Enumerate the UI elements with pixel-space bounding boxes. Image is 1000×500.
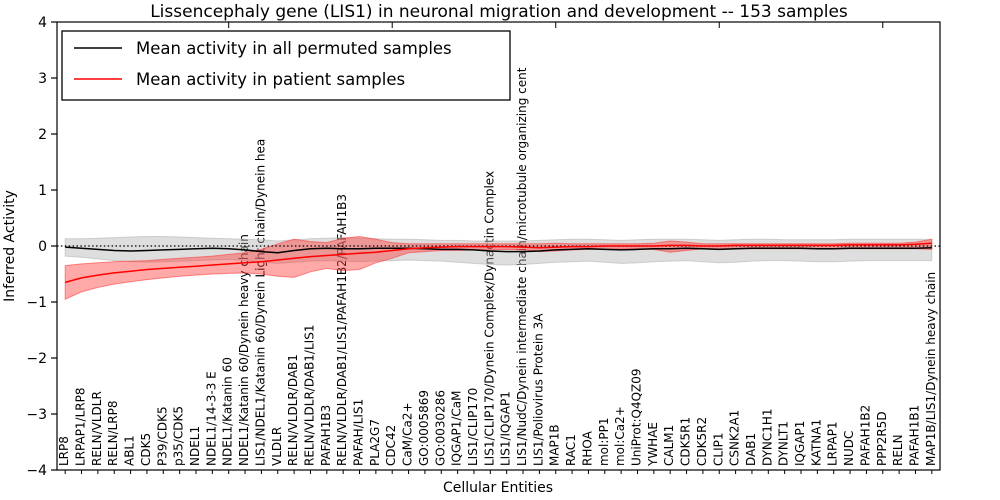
x-tick-label: LRP8 [57, 436, 71, 466]
x-tick-label: PAFAH/LIS1 [352, 399, 366, 466]
x-tick-label: NDEL1 [188, 426, 202, 466]
x-tick-label: GO:0005869 [417, 390, 431, 466]
x-tick-label: CDK5R2 [695, 417, 709, 466]
x-tick-label: LIS1/CLIP170 [466, 388, 480, 466]
x-tick-label: P39/CDK5 [155, 406, 169, 466]
x-tick-label: PPP2R5D [875, 411, 889, 466]
x-tick-label: mol:Ca2+ [613, 406, 627, 466]
x-tick-label: MAP1B/LIS1/Dynein heavy chain [924, 272, 938, 466]
x-tick-label: mol:PP1 [597, 417, 611, 466]
chart-title: Lissencephaly gene (LIS1) in neuronal mi… [150, 2, 848, 22]
legend-box [61, 30, 511, 101]
x-tick-label: CSNK2A1 [728, 410, 742, 466]
x-tick-label: CaM/Ca2+ [401, 402, 415, 466]
x-tick-label: IQGAP1 [793, 421, 807, 466]
y-tick-label: −1 [26, 295, 47, 311]
x-tick-label: DYNLT1 [777, 421, 791, 466]
x-tick-label: NUDC [842, 431, 856, 466]
x-tick-label: CLIP1 [711, 433, 725, 466]
x-tick-label: LIS1/IQGAP1 [499, 391, 513, 466]
x-tick-label: CDC42 [384, 425, 398, 466]
y-tick-label: 1 [38, 183, 47, 199]
x-tick-label: p35/CDK5 [172, 406, 186, 466]
x-tick-label: PLA2G7 [368, 419, 382, 466]
patient-mean-line [65, 242, 932, 284]
x-tick-label: LIS1/NudC/Dynein intermediate chain/micr… [515, 67, 529, 466]
x-tick-label: KATNA1 [809, 419, 823, 466]
x-tick-label: RELN/VLDLR/DAB1/LIS1/PAFAH1B2/PAFAH1B3 [335, 194, 349, 466]
x-tick-label: RELN [891, 434, 905, 466]
y-tick-label: −2 [26, 351, 47, 367]
legend-label-permuted: Mean activity in all permuted samples [136, 39, 452, 58]
y-tick-label: −4 [26, 463, 47, 479]
x-tick-label: RELN/VLDLR/DAB1 [286, 354, 300, 466]
y-tick-label: 0 [38, 239, 47, 255]
x-tick-label: MAP1B [548, 424, 562, 466]
x-tick-label: RELN/LRP8 [106, 400, 120, 466]
x-tick-label: RELN/VLDLR/DAB1/LIS1 [302, 325, 316, 466]
y-tick-label: −3 [26, 407, 47, 423]
y-tick-label: 4 [38, 15, 47, 31]
x-tick-label: DAB1 [744, 433, 758, 466]
permuted-mean-line [65, 246, 932, 254]
x-tick-label: DYNC1H1 [760, 408, 774, 466]
x-tick-label: RAC1 [564, 434, 578, 466]
x-tick-label: YWHAE [646, 422, 660, 467]
x-tick-label: LIS1/CLIP170/Dynein Complex/Dynactin Com… [482, 171, 496, 466]
legend-label-patient: Mean activity in patient samples [136, 70, 405, 89]
x-tick-label: LIS1/NDEL1/Katanin 60/Dynein Light chain… [253, 139, 267, 466]
legend: Mean activity in all permuted samples Me… [61, 30, 511, 101]
y-tick-label: 2 [38, 127, 47, 143]
x-tick-label: RELN/VLDLR [90, 391, 104, 466]
x-tick-label: NDEL1/Katanin 60/Dynein heavy chain [237, 234, 251, 466]
x-tick-label: PAFAH1B3 [319, 405, 333, 466]
x-axis-label: Cellular Entities [443, 480, 553, 496]
y-axis-label: Inferred Activity [2, 190, 18, 302]
x-tick-label: NDEL1/14-3-3 E [204, 371, 218, 466]
x-tick-label: GO:0030286 [433, 390, 447, 466]
x-tick-label: CDK5R1 [679, 417, 693, 466]
x-tick-label: LIS1/Poliovirus Protein 3A [531, 313, 545, 466]
x-tick-label: PAFAH1B2 [858, 405, 872, 466]
x-tick-label: LRPAP1 [826, 421, 840, 466]
x-tick-label: VLDLR [270, 427, 284, 466]
x-tick-label: RHOA [580, 430, 594, 466]
x-tick-label: CALM1 [662, 425, 676, 466]
x-tick-label: ABL1 [123, 435, 137, 466]
x-tick-label: LRPAP1/LRP8 [74, 387, 88, 466]
x-tick-label: NDEL1/Katanin 60 [221, 357, 235, 466]
x-tick-label: UniProt:Q4QZ09 [629, 368, 643, 466]
x-tick-label: PAFAH1B1 [907, 405, 921, 466]
x-tick-label: CDK5 [139, 433, 153, 466]
x-tick-label: IQGAP1/CaM [450, 391, 464, 467]
y-tick-label: 3 [38, 71, 47, 87]
